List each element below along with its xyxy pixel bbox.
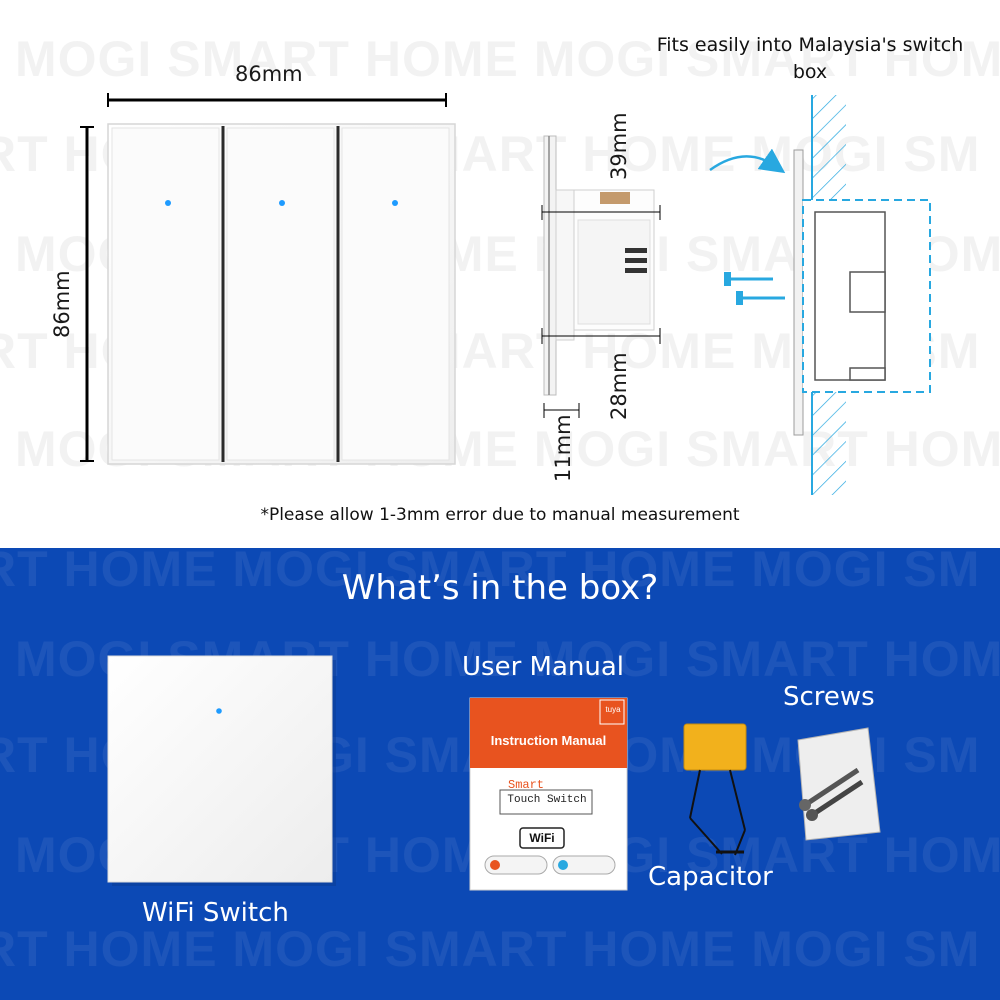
screws-label: Screws (783, 682, 875, 712)
box-contents-illustrations (107, 655, 881, 891)
switch-side-profile (541, 135, 661, 418)
fits-switch-box-text: Fits easily into Malaysia's switch box (656, 34, 964, 83)
user-manual-product (469, 697, 628, 891)
wifi-switch-label: WiFi Switch (142, 898, 289, 928)
plate-thickness-label: 11mm (551, 414, 575, 482)
wall-installation-diagram (709, 95, 931, 495)
depth-top-label: 39mm (607, 112, 631, 180)
user-manual-label: User Manual (462, 652, 625, 682)
manual-cover-line1: Smart (508, 778, 545, 792)
watermark: RT HOME MOGI SMART HOME MOGI SM (0, 548, 981, 597)
screw-icon (736, 291, 785, 305)
height-dimension-label: 86mm (50, 270, 74, 338)
dimensions-section: MOGI SMART HOME MOGI SMART HOME RT HOME … (0, 31, 1000, 525)
whats-in-the-box-section: RT HOME MOGI SMART HOME MOGI SM MOGI SMA… (0, 548, 1000, 1000)
manual-brand-logo: tuya (605, 705, 621, 714)
three-gang-switch-front (107, 123, 456, 465)
measurement-note: *Please allow 1-3mm error due to manual … (260, 505, 740, 525)
capacitor-product (683, 723, 747, 856)
manual-cover-line2: Touch Switch (507, 794, 587, 806)
screw-icon (724, 272, 773, 286)
watermark: MOGI SMART HOME MOGI SMART HOME (15, 31, 1000, 87)
box-section-title: What’s in the box? (341, 568, 659, 608)
screws-product (797, 727, 881, 841)
width-dimension-label: 86mm (235, 62, 303, 86)
wifi-switch-product (107, 655, 336, 886)
dimension-drawings (80, 93, 931, 495)
manual-wifi-logo: WiFi (529, 831, 555, 845)
capacitor-label: Capacitor (648, 862, 773, 892)
depth-bottom-label: 28mm (607, 352, 631, 420)
manual-cover-heading: Instruction Manual (490, 733, 607, 748)
watermark: RT HOME MOGI SMART HOME MOGI SM (0, 921, 981, 977)
